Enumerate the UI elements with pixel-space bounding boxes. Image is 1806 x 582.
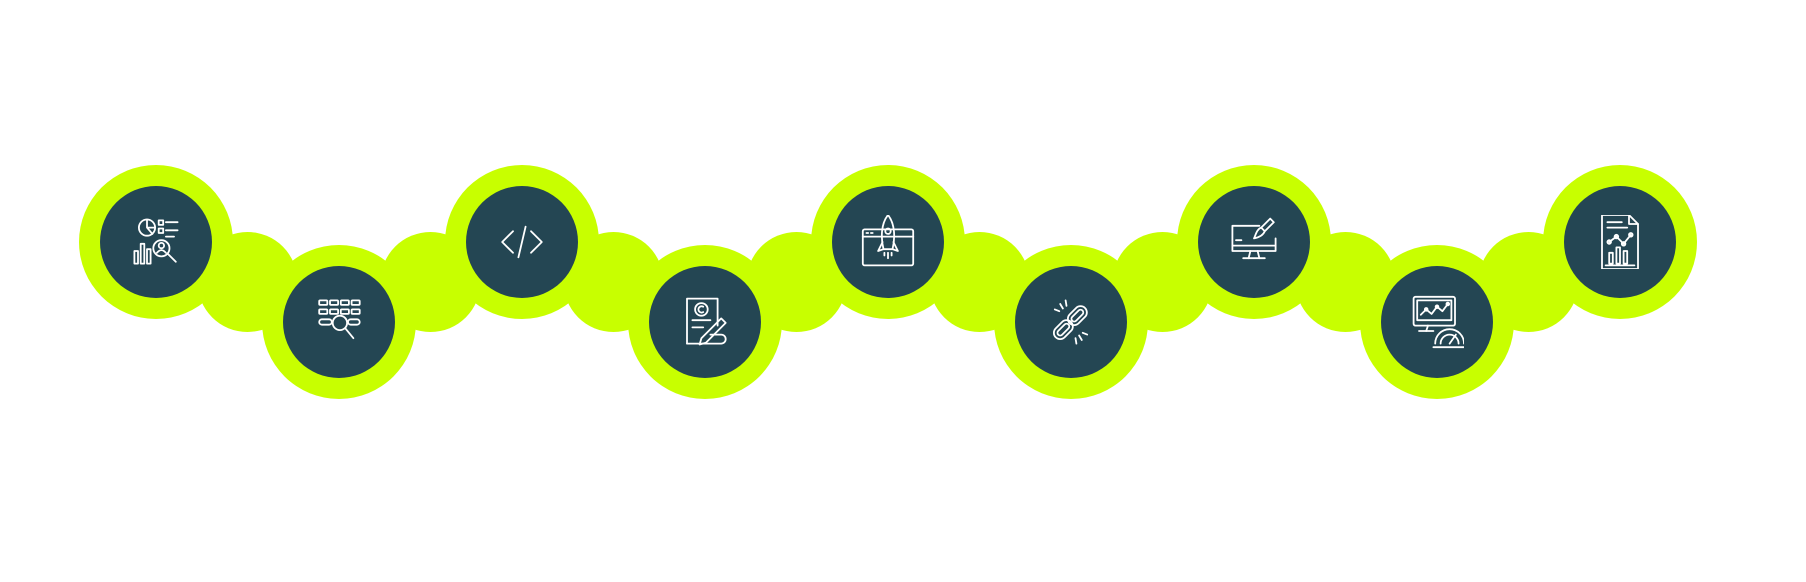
step-node bbox=[1381, 266, 1493, 378]
step-node bbox=[649, 266, 761, 378]
step-circle bbox=[649, 266, 761, 378]
step-nodes bbox=[100, 186, 1676, 378]
step-circle bbox=[1381, 266, 1493, 378]
step-circle bbox=[283, 266, 395, 378]
step-circle bbox=[1564, 186, 1676, 298]
step-node bbox=[100, 186, 212, 298]
step-circle bbox=[1198, 186, 1310, 298]
step-node bbox=[1198, 186, 1310, 298]
step-node bbox=[832, 186, 944, 298]
step-node bbox=[1015, 266, 1127, 378]
step-node bbox=[283, 266, 395, 378]
step-node bbox=[1564, 186, 1676, 298]
step-node bbox=[466, 186, 578, 298]
step-circle bbox=[832, 186, 944, 298]
